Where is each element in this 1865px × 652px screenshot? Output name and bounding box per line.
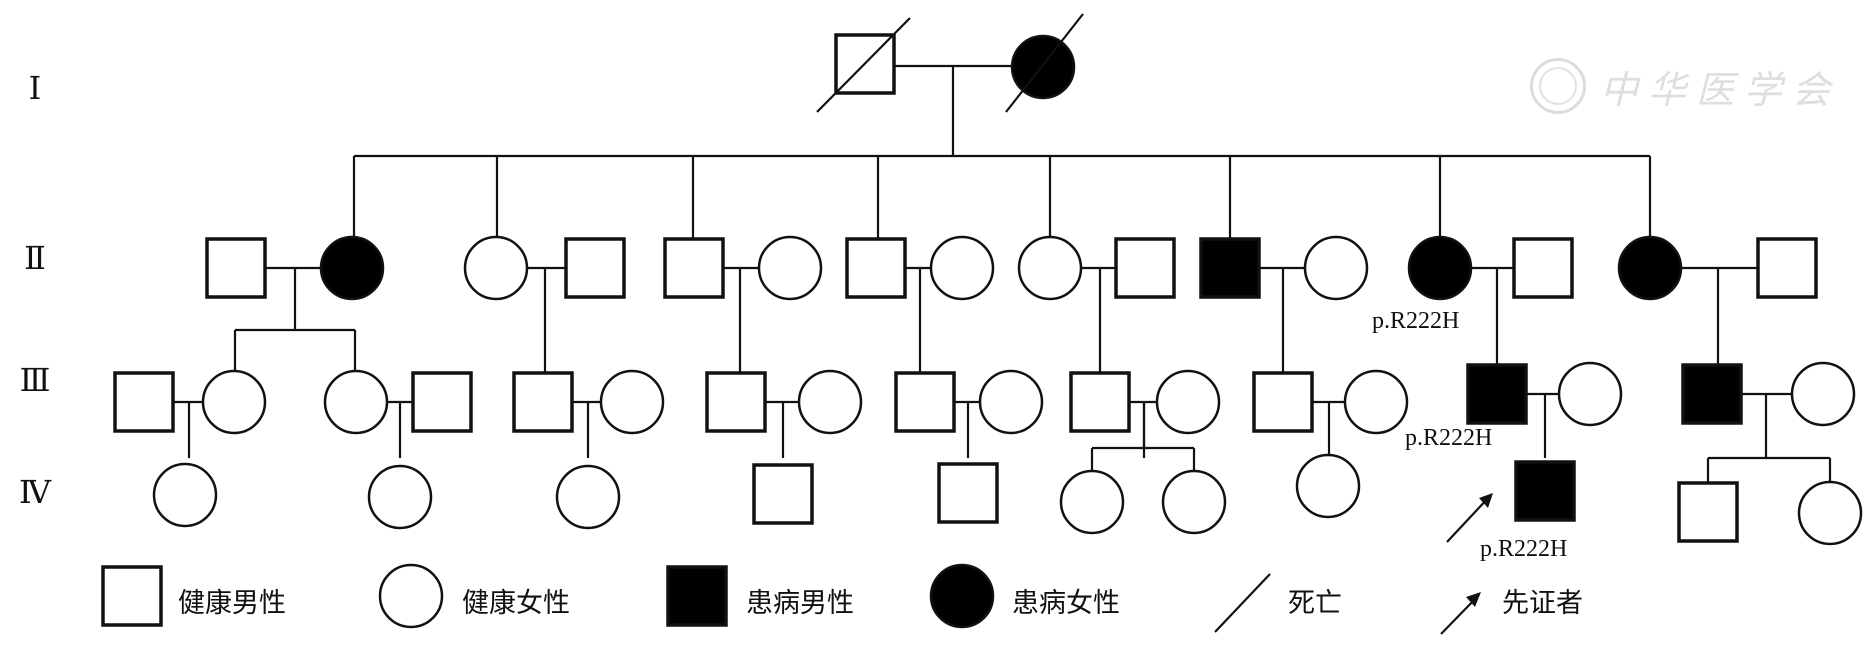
gen3-couple8-a [1681, 363, 1743, 425]
generation-label-4: Ⅳ [19, 474, 51, 510]
gen3-couple2-a [512, 371, 574, 433]
gen2-couple5-b [1303, 235, 1369, 301]
gen4-female-1 [367, 464, 433, 530]
legend-healthy-male-symbol [101, 565, 163, 627]
gen4-female-5b [1161, 469, 1227, 535]
gen2-couple7-a [1617, 235, 1683, 301]
gen4-female-2 [555, 464, 621, 530]
watermark-logo: 中华医学会 [1530, 58, 1840, 114]
gen2-couple5-a [1199, 237, 1261, 299]
gen2-couple2-b [757, 235, 823, 301]
gen2-couple6-b [1512, 237, 1574, 299]
gen4-proband-male [1514, 460, 1576, 522]
proband-arrow-shaft [1446, 495, 1491, 543]
gen3-couple5-b [1155, 369, 1221, 435]
gen3-couple3-a [705, 371, 767, 433]
gen2-couple4-b [1114, 237, 1176, 299]
gen2-couple3-b [929, 235, 995, 301]
generation-label-2: Ⅱ [24, 240, 46, 276]
gen4-female-8b [1797, 480, 1863, 546]
gen3-couple1-b [411, 371, 473, 433]
gen1-male-deceased-slash [816, 17, 911, 113]
mutation-label-gen2: p.R222H [1372, 308, 1460, 334]
gen3-couple3-b [797, 369, 863, 435]
gen3-couple7-b [1557, 361, 1623, 427]
gen3-couple5-a [1069, 371, 1131, 433]
seal-icon [1530, 58, 1586, 114]
gen2-couple0-a [205, 237, 267, 299]
gen3-couple8-b [1790, 361, 1856, 427]
gen4-female-0 [152, 462, 218, 528]
gen2-couple1-a [463, 235, 529, 301]
legend-healthy-female-symbol [378, 563, 444, 629]
legend-deceased-slash [1214, 573, 1271, 633]
gen2-couple0-b [319, 235, 385, 301]
gen3-couple0-a [113, 371, 175, 433]
gen3-couple7-a [1466, 363, 1528, 425]
gen2-couple1-b [564, 237, 626, 299]
legend-proband-label: 先证者 [1502, 588, 1583, 619]
gen3-couple6-a [1252, 371, 1314, 433]
legend-proband-arrow-head [1466, 592, 1481, 607]
gen4-male-3 [752, 463, 814, 525]
gen2-couple4-a [1017, 235, 1083, 301]
legend-affected-male-symbol [666, 565, 728, 627]
gen3-couple4-a [894, 371, 956, 433]
generation-label-3: Ⅲ [19, 362, 51, 398]
gen4-male-8a [1677, 481, 1739, 543]
gen3-couple6-b [1343, 369, 1409, 435]
gen2-couple3-a [845, 237, 907, 299]
legend-affected-female-label: 患病女性 [1012, 588, 1120, 619]
gen4-female-6 [1295, 453, 1361, 519]
gen3-couple4-b [978, 369, 1044, 435]
gen2-couple6-a [1407, 235, 1473, 301]
gen2-couple7-b [1756, 237, 1818, 299]
legend-affected-male-label: 患病男性 [746, 588, 854, 619]
gen1-female-affected-deceased [1010, 34, 1076, 100]
legend-healthy-female-label: 健康女性 [462, 588, 570, 619]
gen1-female-deceased-slash [1005, 13, 1084, 113]
gen4-male-4 [937, 462, 999, 524]
legend-healthy-male-label: 健康男性 [178, 588, 286, 619]
mutation-label-gen3: p.R222H [1405, 425, 1493, 451]
generation-label-1: Ⅰ [28, 70, 42, 106]
mutation-label-proband: p.R222H [1480, 536, 1568, 562]
proband-arrow-head [1479, 493, 1493, 508]
gen4-female-5a [1059, 469, 1125, 535]
legend-affected-female-symbol [929, 563, 995, 629]
gen3-couple2-b [599, 369, 665, 435]
gen3-couple1-a [323, 369, 389, 435]
watermark-text: 中华医学会 [1600, 67, 1841, 112]
gen3-couple0-b [201, 369, 267, 435]
legend-deceased-label: 死亡 [1288, 588, 1342, 619]
gen2-couple2-a [663, 237, 725, 299]
